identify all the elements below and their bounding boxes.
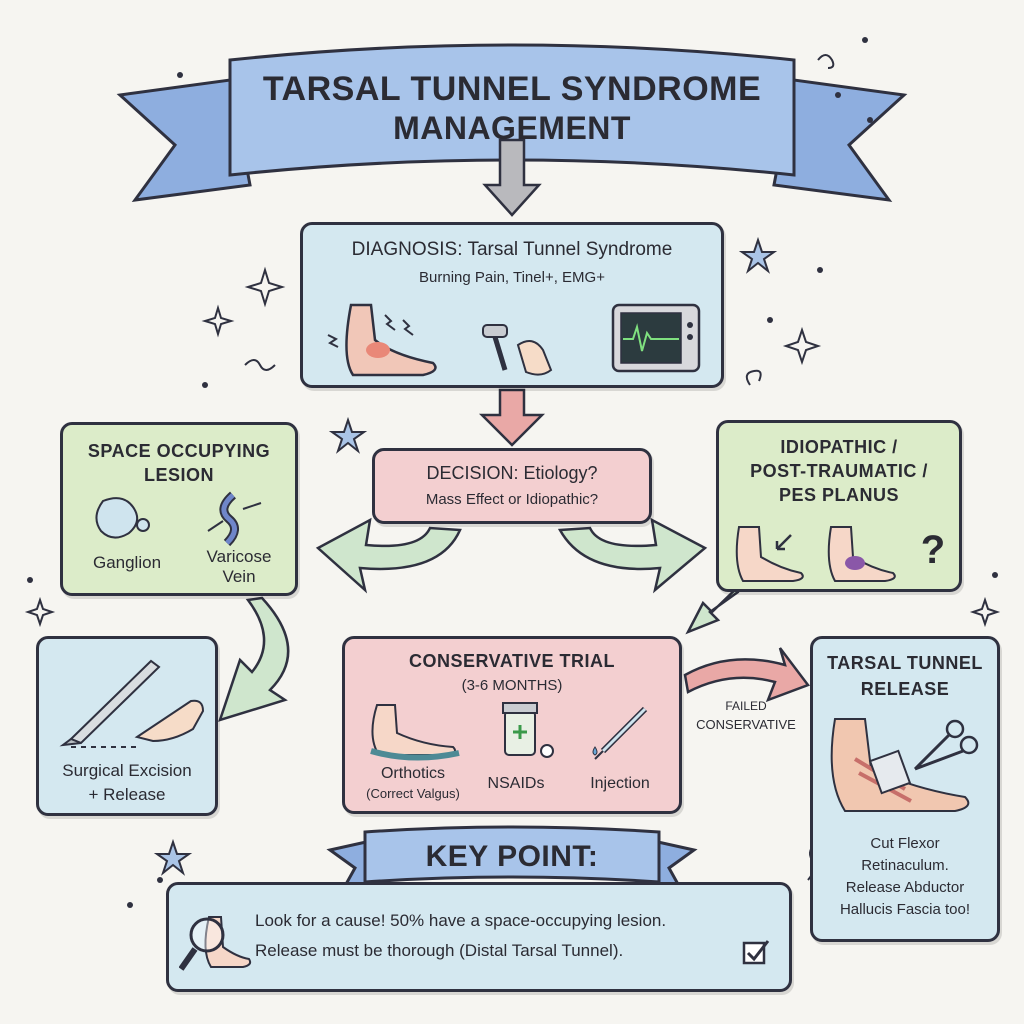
idiopathic-line3: PES PLANUS bbox=[778, 485, 900, 505]
key-point-line2: Release must be thorough (Distal Tarsal … bbox=[255, 941, 624, 960]
title-banner bbox=[116, 43, 908, 202]
decorative-dots bbox=[27, 37, 998, 908]
injection-label: Injection bbox=[590, 775, 650, 792]
release-line2: RELEASE bbox=[860, 679, 950, 699]
release-desc3: Release Abductor bbox=[845, 879, 965, 896]
decision-line1: DECISION: Etiology? bbox=[426, 463, 598, 483]
space-lesion-box: SPACE OCCUPYING LESION Ganglion Varicose… bbox=[60, 422, 298, 596]
release-line1: TARSAL TUNNEL bbox=[827, 653, 983, 673]
decision-line2: Mass Effect or Idiopathic? bbox=[425, 491, 599, 508]
surgical-box: Surgical Excision + Release bbox=[36, 636, 218, 816]
key-point-box: Look for a cause! 50% have a space-occup… bbox=[166, 882, 792, 992]
idiopathic-icons bbox=[735, 526, 896, 582]
arrow-diagnosis-to-decision bbox=[478, 388, 546, 447]
arrow-decision-to-idiopathic bbox=[557, 517, 708, 594]
release-desc4: Hallucis Fascia too! bbox=[839, 901, 971, 918]
conservative-box: CONSERVATIVE TRIAL (3-6 MONTHS) Orthotic… bbox=[342, 636, 682, 814]
diagnosis-icons bbox=[327, 303, 701, 377]
orthotic-insole-icon bbox=[370, 704, 460, 761]
release-desc1: Cut Flexor bbox=[870, 835, 940, 852]
diagnosis-heading: DIAGNOSIS: Tarsal Tunnel Syndrome bbox=[351, 239, 673, 260]
failed-label-line1: FAILED bbox=[725, 699, 767, 713]
reflex-hammer-icon bbox=[482, 324, 553, 376]
title-line1: TARSAL TUNNEL SYNDROME bbox=[262, 70, 762, 108]
surgical-line1: Surgical Excision bbox=[62, 761, 192, 780]
failed-label-line2: CONSERVATIVE bbox=[696, 717, 796, 732]
arrow-conservative-to-release bbox=[683, 647, 811, 703]
arrow-lesion-to-surgical bbox=[218, 596, 290, 722]
orthotics-note: (Correct Valgus) bbox=[366, 786, 460, 801]
flat-foot-icon bbox=[735, 526, 804, 582]
arrow-decision-to-lesion bbox=[315, 517, 462, 594]
magnifier-foot-icon bbox=[179, 916, 252, 971]
pill-bottle-icon bbox=[502, 702, 554, 758]
scalpel-hand-icon bbox=[59, 659, 205, 748]
bruised-foot-icon bbox=[827, 526, 896, 582]
key-point-label: KEY POINT: bbox=[425, 840, 599, 873]
ganglion-label: Ganglion bbox=[92, 553, 162, 572]
space-lesion-line1: SPACE OCCUPYING bbox=[87, 441, 271, 461]
diagnosis-box: DIAGNOSIS: Tarsal Tunnel Syndrome Burnin… bbox=[300, 222, 724, 388]
conservative-duration: (3-6 MONTHS) bbox=[461, 677, 563, 694]
space-lesion-line2: LESION bbox=[143, 465, 214, 485]
arrow-idiopathic-to-conservative bbox=[685, 580, 743, 635]
conservative-heading: CONSERVATIVE TRIAL bbox=[408, 651, 615, 671]
idiopathic-line2: POST-TRAUMATIC / bbox=[750, 461, 928, 481]
release-desc2: Retinaculum. bbox=[861, 857, 949, 874]
varicose-label-2: Vein bbox=[222, 567, 256, 586]
decision-box: DECISION: Etiology? Mass Effect or Idiop… bbox=[372, 448, 652, 524]
release-surgery-icon bbox=[830, 718, 979, 812]
varicose-vein-icon bbox=[207, 491, 262, 547]
idiopathic-box: IDIOPATHIC / POST-TRAUMATIC / PES PLANUS… bbox=[716, 420, 962, 592]
burning-foot-icon bbox=[327, 303, 437, 377]
checkbox-icon bbox=[742, 940, 770, 965]
key-point-line1: Look for a cause! 50% have a space-occup… bbox=[255, 911, 667, 930]
ganglion-cyst-icon bbox=[95, 497, 150, 539]
release-box: TARSAL TUNNEL RELEASE Cut Flexor Retinac… bbox=[810, 636, 1000, 942]
surgical-line2: + Release bbox=[88, 785, 166, 804]
syringe-injection-icon bbox=[592, 706, 648, 760]
lesion-icons bbox=[95, 491, 262, 547]
emg-monitor-icon bbox=[611, 303, 701, 373]
nsaids-label: NSAIDs bbox=[487, 775, 545, 792]
title-line2: MANAGEMENT bbox=[393, 110, 631, 146]
arrow-title-to-diagnosis bbox=[482, 138, 542, 217]
orthotics-label: Orthotics bbox=[380, 765, 445, 782]
diagnosis-subtitle: Burning Pain, Tinel+, EMG+ bbox=[419, 269, 605, 286]
conservative-icons bbox=[370, 702, 648, 761]
question-mark-icon: ? bbox=[920, 528, 946, 572]
idiopathic-line1: IDIOPATHIC / bbox=[780, 437, 898, 457]
varicose-label-1: Varicose bbox=[206, 547, 272, 566]
